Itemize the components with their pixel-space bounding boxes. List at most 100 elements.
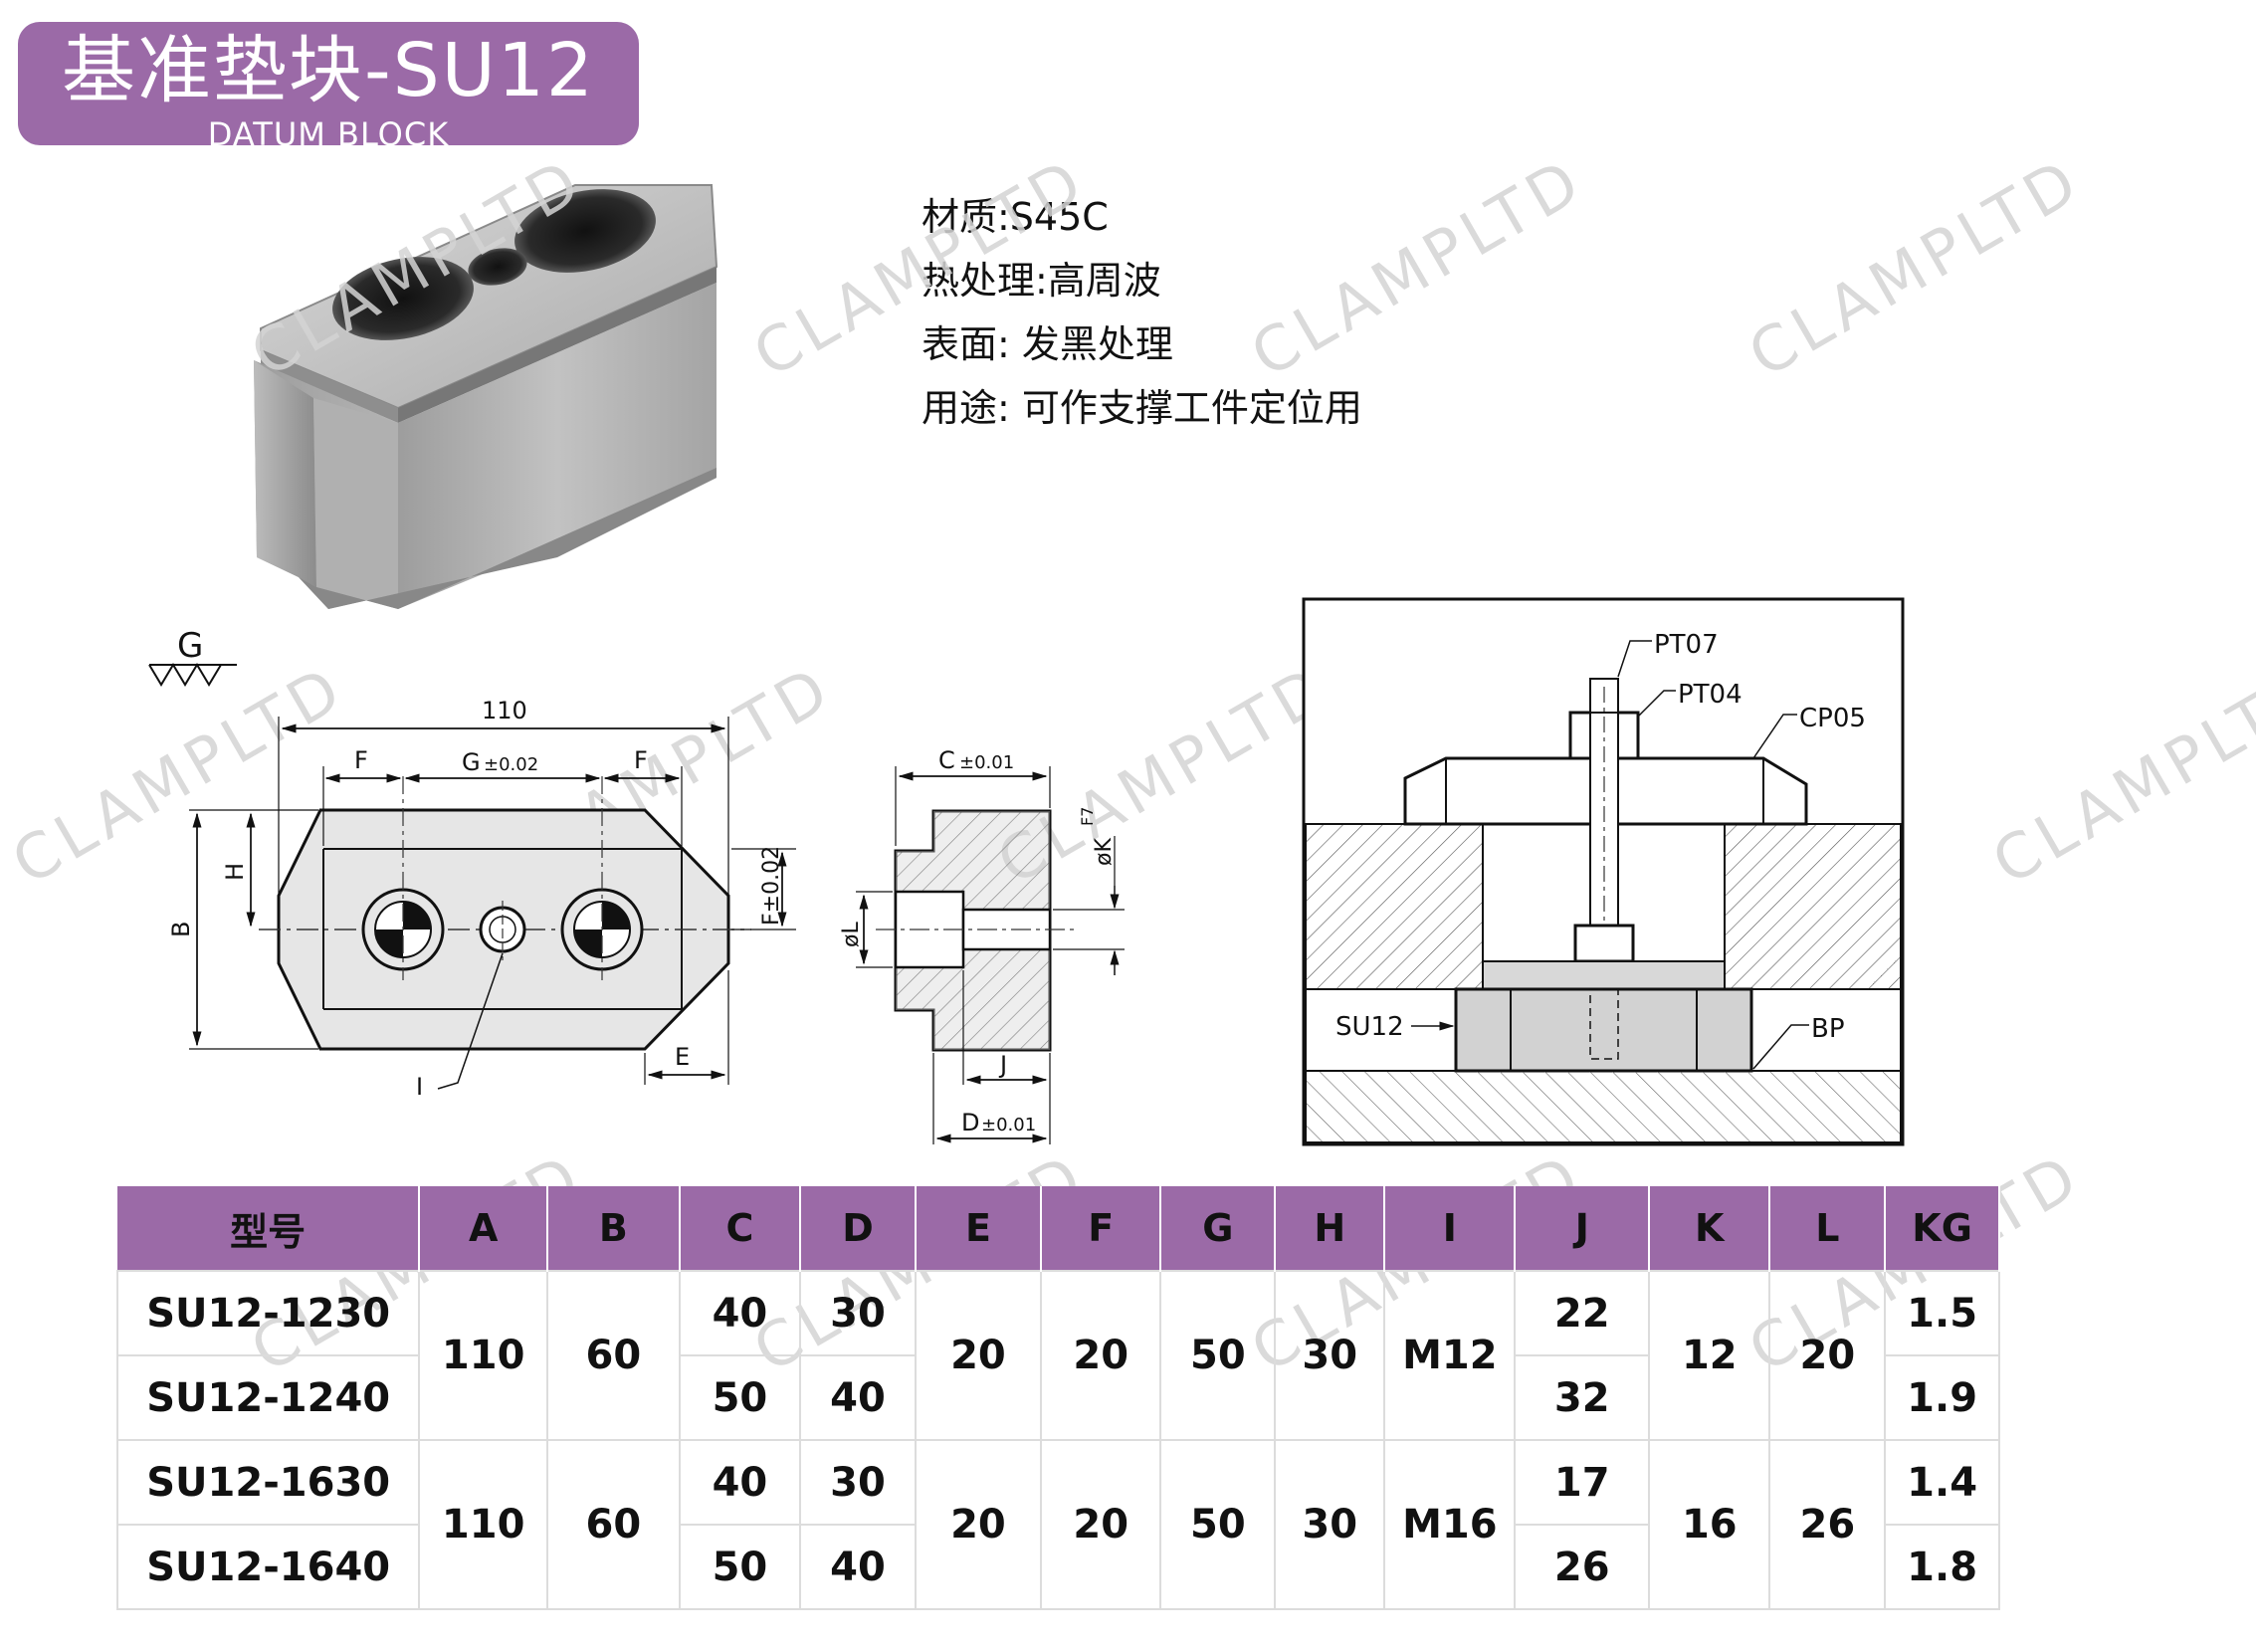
label-pt07: PT07 [1654,630,1719,660]
col-header-d: D [800,1186,917,1271]
cell-l: 26 [1768,1439,1887,1610]
dim-j: J [998,1051,1007,1079]
cell-model: SU12-1630 [115,1439,421,1526]
dim-d: D [961,1109,979,1136]
cell-a: 110 [418,1439,548,1610]
front-view: 110 F G ±0.02 F H B F±0.02 E [167,697,796,1101]
col-header-e: E [915,1186,1042,1271]
col-header-model: 型号 [117,1186,421,1271]
cell-a: 110 [418,1270,548,1441]
cell-f: 20 [1039,1270,1162,1441]
cell-d: 30 [799,1270,917,1356]
watermark-text: CLAMPLTD [239,142,596,392]
dim-b: B [167,922,195,937]
spec-surface: 表面: 发黑处理 [922,322,1173,366]
dim-e: E [675,1043,690,1071]
cell-d: 30 [799,1439,917,1526]
cell-l: 20 [1768,1270,1887,1441]
cell-e: 20 [914,1270,1042,1441]
surface-finish-symbol: G [148,626,237,687]
dim-g: G [462,748,481,776]
dim-c: C [938,746,955,774]
cell-k: 12 [1648,1270,1771,1441]
cell-kg: 1.8 [1884,1524,2000,1610]
assembly-view: PT07 PT04 CP05 SU12 BP [1302,597,1905,1146]
cell-e: 20 [914,1439,1042,1610]
cell-h: 30 [1274,1270,1386,1441]
cell-g: 50 [1159,1270,1277,1441]
cell-kg: 1.5 [1884,1270,2000,1356]
cell-g: 50 [1159,1439,1277,1610]
col-header-f: F [1040,1186,1162,1271]
cell-model: SU12-1640 [115,1524,421,1610]
label-bp: BP [1811,1014,1845,1044]
cell-h: 30 [1274,1439,1386,1610]
dim-f-tolerance: F±0.02 [759,846,784,926]
cell-c: 50 [678,1524,802,1610]
surface-symbol-label: G [177,626,203,666]
spec-table: 型号 A B C D E F G H I J K L KG SU12-1230 … [115,1186,2000,1610]
col-header-kg: KG [1885,1186,2000,1271]
watermark-text: CLAMPLTD [0,650,357,900]
cell-f: 20 [1039,1439,1162,1610]
cell-j: 17 [1514,1439,1651,1526]
side-section-view: C ±0.01 øK F7 øL J D ±0.01 [839,746,1125,1144]
cell-kg: 1.9 [1884,1354,2000,1441]
dim-g-tolerance: ±0.02 [484,754,538,775]
dim-i: I [416,1073,423,1101]
col-header-a: A [419,1186,548,1271]
label-su12: SU12 [1335,1012,1404,1042]
col-header-b: B [546,1186,681,1271]
cell-c: 40 [678,1270,802,1356]
cell-i: M12 [1383,1270,1517,1441]
spec-heat-treatment: 热处理:高周波 [922,259,1161,303]
label-pt04: PT04 [1678,680,1743,710]
spec-usage: 用途: 可作支撑工件定位用 [922,386,1362,430]
col-header-h: H [1275,1186,1386,1271]
watermark-text: CLAMPLTD [1239,142,1596,392]
dim-k: øK [1092,838,1117,866]
dim-overall-length: 110 [482,697,527,724]
cell-j: 22 [1514,1270,1651,1356]
watermark-text: CLAMPLTD [1737,142,2094,392]
cell-kg: 1.4 [1884,1439,2000,1526]
spec-material: 材质:S45C [922,195,1109,239]
dim-l: øL [839,922,864,947]
cell-b: 60 [545,1439,681,1610]
dim-h: H [221,863,249,881]
table-row: SU12-1240 50 40 32 1.9 [115,1354,2000,1441]
cell-c: 40 [678,1439,802,1526]
title-banner: 基准垫块-SU12 DATUM BLOCK [18,22,639,151]
table-row: SU12-1640 50 40 26 1.8 [115,1524,2000,1610]
page-title: 基准垫块-SU12 [62,28,595,113]
cell-b: 60 [545,1270,681,1441]
col-header-j: J [1515,1186,1651,1271]
watermark-text: CLAMPLTD [488,650,845,900]
cell-d: 40 [799,1524,917,1610]
cell-model: SU12-1230 [115,1270,421,1356]
dim-f-left: F [354,746,368,774]
col-header-c: C [679,1186,802,1271]
watermark-text: CLAMPLTD [1980,650,2256,900]
table-row: SU12-1630 110 60 40 30 20 20 50 30 M16 1… [115,1439,2000,1610]
cell-k: 16 [1648,1439,1771,1610]
dim-c-tolerance: ±0.01 [959,752,1014,773]
label-cp05: CP05 [1799,704,1866,733]
cell-j: 32 [1514,1354,1651,1441]
cell-i: M16 [1383,1439,1517,1610]
dim-k-fit: F7 [1078,807,1097,826]
dim-f-right: F [634,746,648,774]
col-header-i: I [1384,1186,1517,1271]
col-header-k: K [1649,1186,1771,1271]
cell-c: 50 [678,1354,802,1441]
cell-j: 26 [1514,1524,1651,1610]
watermark-text: CLAMPLTD [985,650,1342,900]
watermark-text: CLAMPLTD [1483,650,1840,900]
page-subtitle: DATUM BLOCK [207,115,450,153]
dim-d-tolerance: ±0.01 [981,1115,1036,1136]
cell-model: SU12-1240 [115,1354,421,1441]
table-row: SU12-1230 110 60 40 30 20 20 50 30 M12 2… [115,1270,2000,1441]
col-header-l: L [1769,1186,1887,1271]
cell-d: 40 [799,1354,917,1441]
table-header-row: 型号 A B C D E F G H I J K L KG [117,1186,2000,1271]
